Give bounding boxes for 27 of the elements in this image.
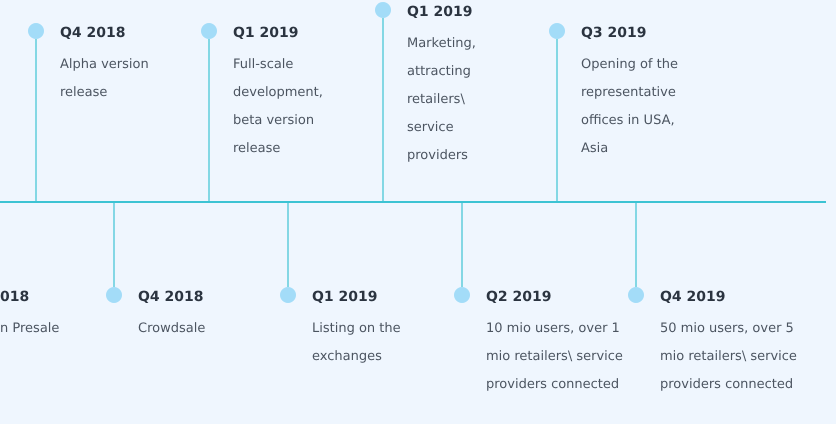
milestone-date: Q1 2019 [312, 288, 378, 307]
connector-line [208, 39, 210, 201]
milestone-description: Opening of the representative offices in USA, Asia [581, 56, 679, 158]
milestone-description: Full-scale development, beta version release [233, 56, 324, 158]
milestone-date: Q4 2018 [60, 24, 126, 43]
milestone-date: Q1 2019 [407, 3, 472, 22]
connector-line [556, 39, 558, 201]
milestone-date: Q4 2019 [660, 288, 726, 307]
connector-line [113, 203, 115, 287]
connector-line [382, 18, 384, 201]
milestone-date: Q2 2019 [486, 288, 552, 307]
connector-line [461, 203, 463, 287]
milestone-date: Q3 2019 [581, 24, 646, 43]
milestone-description: Alpha version release [60, 56, 150, 102]
milestone-description: n Presale [0, 320, 60, 338]
milestone-date: Q1 2019 [233, 24, 298, 43]
milestone-description: 10 mio users, over 1 mio retailers\ service providers connected [486, 320, 624, 394]
milestone-description: 50 mio users, over 5 mio retailers\ service providers connected [660, 320, 798, 394]
connector-line [35, 39, 37, 201]
milestone-date: Q4 2018 [138, 288, 204, 307]
connector-line [287, 203, 289, 287]
milestone-description: Marketing, attracting retailers\ service providers [407, 35, 477, 165]
connector-line [635, 203, 637, 287]
milestone-description: Listing on the exchanges [312, 320, 402, 366]
milestone-date: 018 [0, 288, 30, 307]
timeline-axis [0, 201, 826, 203]
milestone-description: Crowdsale [138, 320, 206, 338]
